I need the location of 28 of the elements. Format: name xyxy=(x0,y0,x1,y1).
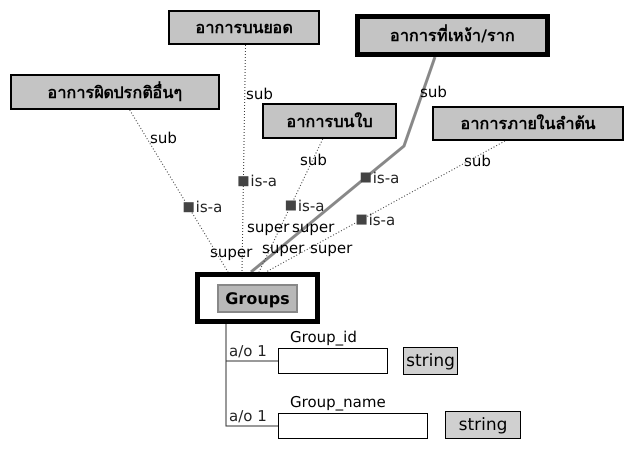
role-label: sub xyxy=(300,152,327,168)
type-box: string xyxy=(403,347,458,375)
role-label: super xyxy=(210,244,252,260)
role-label: sub xyxy=(420,84,447,100)
slot-name: Group_name xyxy=(290,393,386,411)
role-label: sub xyxy=(464,153,491,169)
role-label: super xyxy=(247,219,290,235)
class-box: อาการบนยอด xyxy=(168,10,320,45)
role-label: super xyxy=(262,240,304,256)
class-label: Groups xyxy=(217,284,298,312)
class-box: อาการที่เหง้า/ราก xyxy=(355,14,550,57)
class-box: อาการผิดปรกติอื่นๆ xyxy=(10,74,220,110)
slot-name: Group_id xyxy=(290,328,357,346)
role-label: sub xyxy=(150,130,177,146)
selected-class-frame xyxy=(195,272,320,324)
edge-label: is-a xyxy=(250,173,277,190)
role-label: sub xyxy=(246,86,273,102)
role-label: super xyxy=(292,219,334,235)
edge-label: is-a xyxy=(298,198,324,214)
role-label: super xyxy=(310,240,352,256)
class-box: อาการภายในลำต้น xyxy=(432,106,624,141)
cardinality-label: a/o 1 xyxy=(229,408,267,424)
class-box: อาการบนใบ xyxy=(262,103,397,139)
type-box: string xyxy=(445,411,521,439)
edge-label: is-a xyxy=(196,199,222,216)
edge-label: is-a xyxy=(372,170,400,186)
edge-label: is-a xyxy=(368,212,396,228)
cardinality-label: a/o 1 xyxy=(229,343,267,359)
